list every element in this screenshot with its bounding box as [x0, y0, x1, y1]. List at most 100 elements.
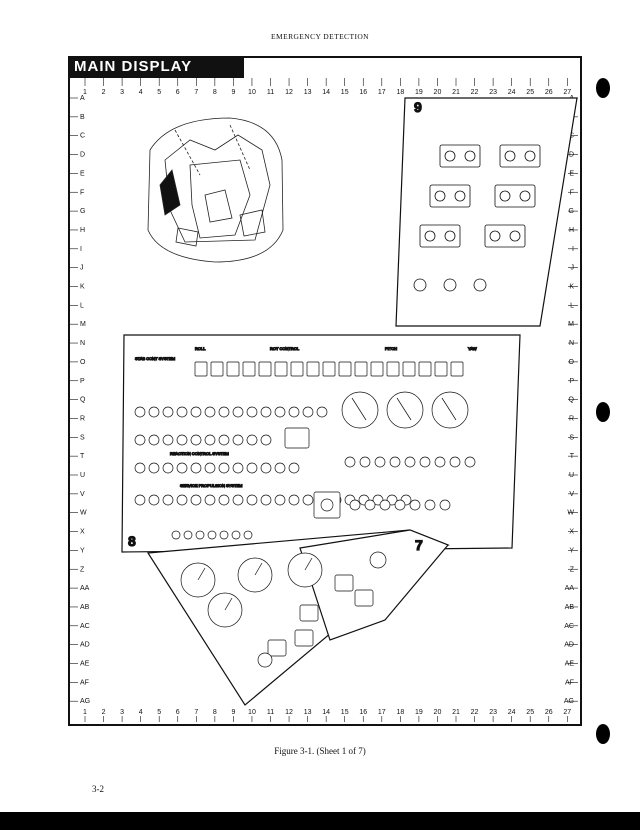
row-label-right: AC: [564, 623, 574, 630]
row-label-left: K: [80, 284, 85, 291]
column-label-bottom: 17: [378, 709, 386, 716]
column-label-bottom: 18: [396, 709, 404, 716]
column-label-top: 1: [83, 89, 87, 96]
column-label-top: 20: [434, 89, 442, 96]
column-label-top: 25: [526, 89, 534, 96]
column-label-top: 22: [471, 89, 479, 96]
column-label-top: 3: [120, 89, 124, 96]
row-label-left: S: [80, 434, 85, 441]
column-label-bottom: 5: [157, 709, 161, 716]
column-label-top: 15: [341, 89, 349, 96]
column-label-top: 21: [452, 89, 460, 96]
row-label-left: V: [80, 491, 85, 498]
row-label-left: AF: [80, 679, 89, 686]
column-label-top: 26: [545, 89, 553, 96]
row-label-right: T: [570, 453, 575, 460]
punch-hole: [596, 78, 610, 98]
column-label-top: 23: [489, 89, 497, 96]
row-label-left: P: [80, 378, 85, 385]
row-label-left: AD: [80, 642, 90, 649]
column-label-top: 9: [231, 89, 235, 96]
panel-8: 8 STAB CONT SYSTEM ROLL ROT CONTROL PITC…: [121, 334, 521, 553]
row-label-left: H: [80, 227, 85, 234]
row-label-right: W: [567, 510, 574, 517]
row-label-right: R: [569, 415, 574, 422]
column-label-bottom: 1: [83, 709, 87, 716]
column-label-bottom: 22: [471, 709, 479, 716]
row-label-left: Q: [80, 397, 86, 404]
row-label-left: C: [80, 133, 85, 140]
row-label-left: Z: [80, 566, 85, 573]
row-label-right: V: [569, 491, 574, 498]
row-label-left: T: [80, 453, 85, 460]
row-label-right: AA: [565, 585, 575, 592]
row-label-left: I: [80, 246, 82, 253]
row-label-left: W: [80, 510, 87, 517]
row-label-left: J: [80, 265, 84, 272]
punch-hole: [596, 724, 610, 744]
column-label-top: 24: [508, 89, 516, 96]
page-number: 3-2: [92, 784, 104, 794]
row-label-right: I: [572, 246, 574, 253]
row-label-left: B: [80, 114, 85, 121]
panel-9-number: 9: [414, 99, 422, 115]
panel-7-number: 7: [415, 537, 423, 553]
column-label-bottom: 26: [545, 709, 553, 716]
yaw-label: YAW: [468, 346, 477, 351]
row-label-right: M: [568, 321, 574, 328]
row-label-right: F: [570, 189, 574, 196]
column-label-top: 8: [213, 89, 217, 96]
grid-scale: 1122334455667788991010111112121313141415…: [70, 78, 578, 722]
column-label-bottom: 21: [452, 709, 460, 716]
row-label-right: C: [569, 133, 574, 140]
column-label-bottom: 19: [415, 709, 423, 716]
row-label-right: U: [569, 472, 574, 479]
column-label-bottom: 12: [285, 709, 293, 716]
column-label-bottom: 23: [489, 709, 497, 716]
row-label-left: E: [80, 170, 85, 177]
row-label-left: D: [80, 152, 85, 159]
column-label-bottom: 16: [359, 709, 367, 716]
row-label-left: O: [80, 359, 86, 366]
row-label-right: D: [569, 152, 574, 159]
row-label-left: X: [80, 529, 85, 536]
column-label-top: 14: [322, 89, 330, 96]
rot-control-label: ROT CONTROL: [270, 346, 300, 351]
column-label-bottom: 8: [213, 709, 217, 716]
figure-caption: Figure 3-1. (Sheet 1 of 7): [274, 746, 366, 756]
column-label-top: 12: [285, 89, 293, 96]
roll-label: ROLL: [195, 346, 206, 351]
lower-panels: 7: [146, 529, 450, 706]
column-label-bottom: 15: [341, 709, 349, 716]
column-label-bottom: 6: [176, 709, 180, 716]
column-label-top: 17: [378, 89, 386, 96]
column-label-bottom: 3: [120, 709, 124, 716]
row-label-right: Y: [569, 547, 574, 554]
column-label-bottom: 11: [267, 709, 274, 716]
column-label-bottom: 13: [304, 709, 312, 716]
pitch-label: PITCH: [385, 346, 397, 351]
row-label-left: AA: [80, 585, 90, 592]
punch-hole: [596, 402, 610, 422]
column-label-top: 18: [396, 89, 404, 96]
console-title: MAIN DISPLAY CONSOLE: [68, 56, 244, 97]
row-label-left: A: [80, 95, 85, 102]
row-label-left: AE: [80, 661, 90, 668]
row-label-left: N: [80, 340, 85, 347]
panel-9: 9: [395, 97, 578, 327]
row-label-right: N: [569, 340, 574, 347]
column-label-bottom: 2: [102, 709, 106, 716]
column-label-top: 4: [139, 89, 143, 96]
column-label-bottom: 14: [322, 709, 330, 716]
row-label-right: L: [570, 302, 574, 309]
row-label-left: R: [80, 415, 85, 422]
row-label-left: AC: [80, 623, 90, 630]
row-label-left: AB: [80, 604, 90, 611]
row-label-left: L: [80, 302, 84, 309]
column-label-bottom: 9: [231, 709, 235, 716]
stab-cont-label: STAB CONT SYSTEM: [135, 356, 175, 361]
page-edge-bar: [0, 812, 640, 830]
column-label-top: 19: [415, 89, 423, 96]
rcs-label: REACTION CONTROL SYSTEM: [170, 451, 229, 456]
column-label-top: 16: [359, 89, 367, 96]
